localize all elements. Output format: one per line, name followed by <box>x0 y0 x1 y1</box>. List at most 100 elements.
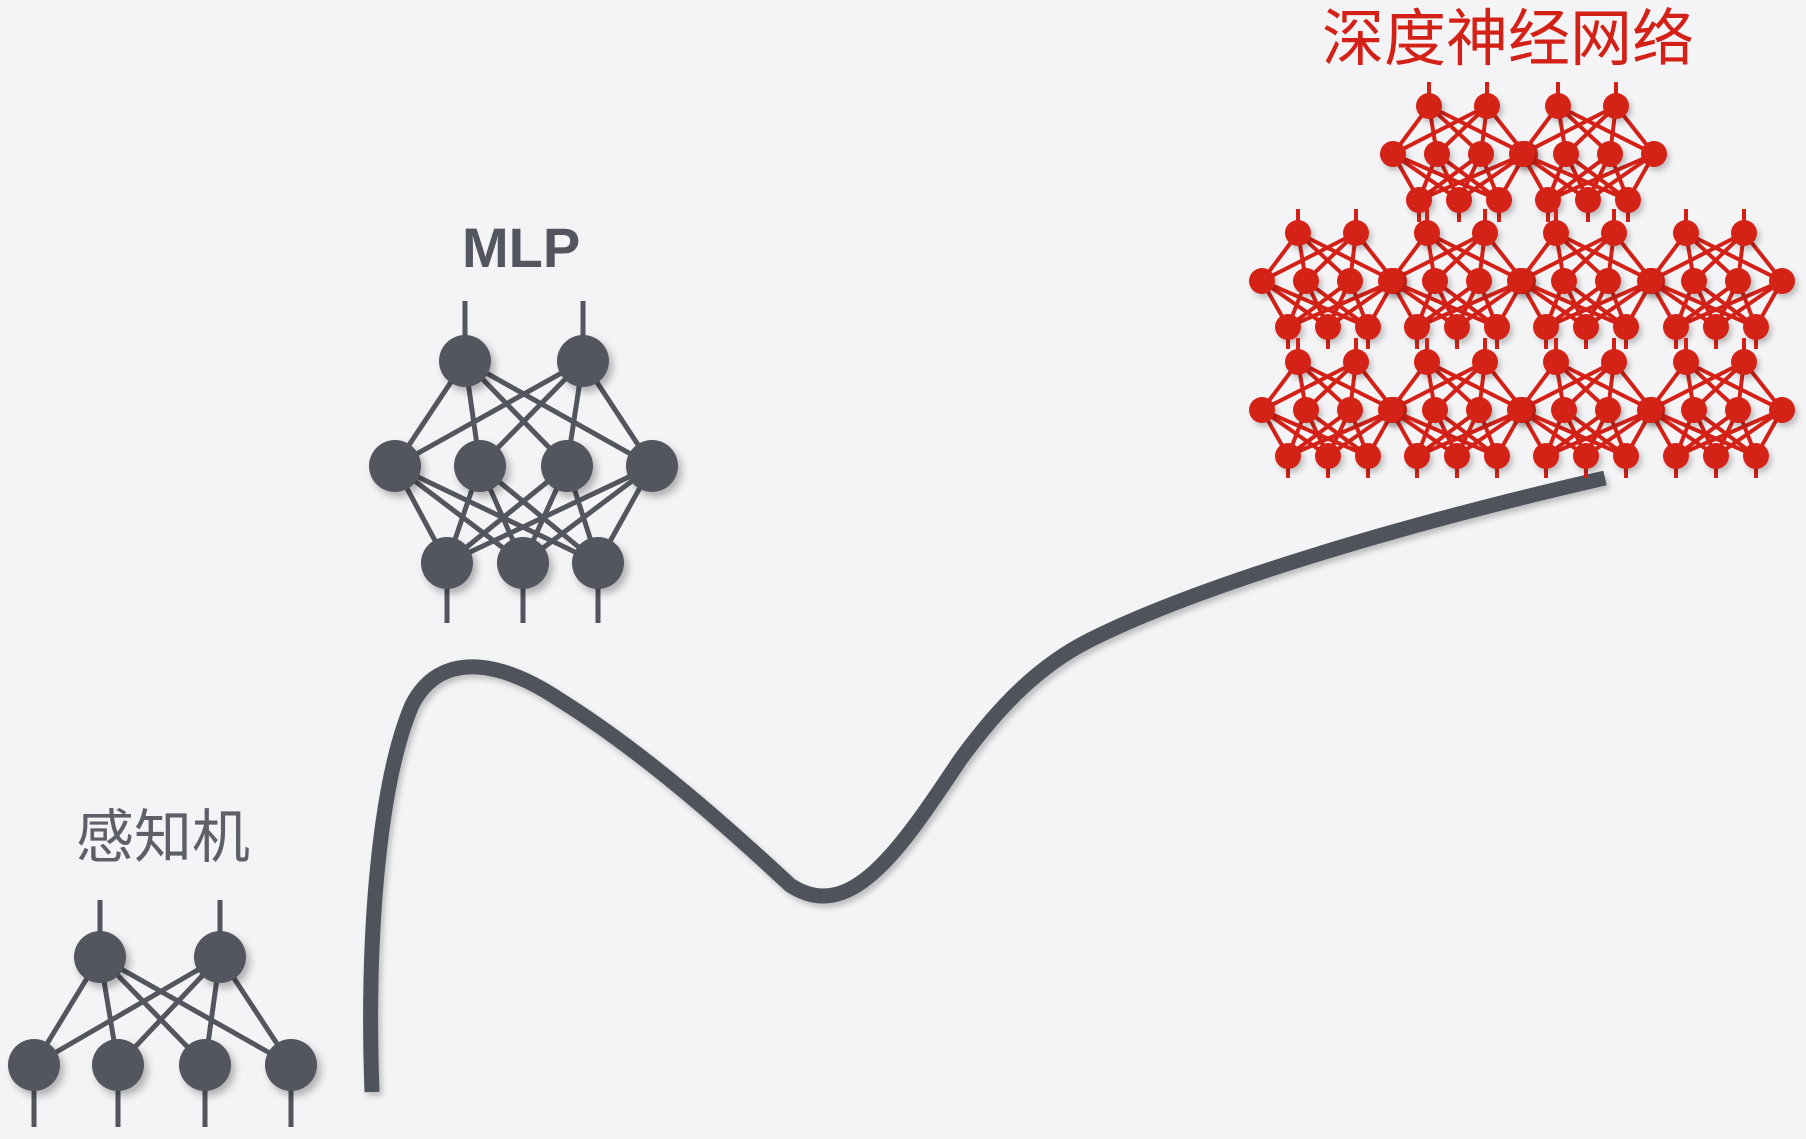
connection-line <box>1392 104 1488 156</box>
neuron-node <box>1249 268 1275 294</box>
connection-line <box>521 464 654 565</box>
connections <box>31 900 294 1127</box>
neuron-node <box>1486 187 1512 213</box>
deep-network-tile <box>1380 82 1538 222</box>
neuron-node <box>1416 93 1442 119</box>
connection-line <box>1545 279 1653 329</box>
neuron-node <box>1404 314 1430 340</box>
connection-line <box>1287 408 1395 458</box>
connection-line <box>1649 360 1745 412</box>
connection-line <box>1547 152 1655 202</box>
connection-line <box>1675 408 1783 458</box>
connection-line <box>445 463 654 566</box>
neuron-node <box>1575 187 1601 213</box>
perceptron-network <box>8 900 317 1127</box>
neuron-node <box>74 931 126 983</box>
neuron-node <box>1613 314 1639 340</box>
nodes <box>8 931 317 1091</box>
neuron-node <box>1472 349 1498 375</box>
neuron-node <box>1444 314 1470 340</box>
nodes <box>1249 220 1407 340</box>
neuron-node <box>1731 220 1757 246</box>
connection-line <box>393 463 600 566</box>
neuron-node <box>421 537 473 589</box>
neuron-node <box>1595 268 1621 294</box>
neuron-node <box>1573 443 1599 469</box>
connection-line <box>1714 279 1784 329</box>
neuron-node <box>1533 443 1559 469</box>
connection-line <box>1586 152 1656 202</box>
neuron-node <box>1601 349 1627 375</box>
connection-line <box>1428 104 1526 156</box>
neuron-node <box>557 335 609 387</box>
connection-line <box>1675 279 1783 329</box>
neuron-node <box>1703 314 1729 340</box>
deep-network-tile <box>1509 82 1667 222</box>
connection-line <box>1416 408 1524 458</box>
neuron-node <box>1545 93 1571 119</box>
connection-line <box>1297 231 1395 283</box>
neuron-node <box>1743 314 1769 340</box>
connection-line <box>1261 231 1357 283</box>
neuron-node <box>1466 268 1492 294</box>
neuron-node <box>1613 443 1639 469</box>
neuron-node <box>179 1039 231 1091</box>
neuron-node <box>1615 187 1641 213</box>
nodes <box>1509 93 1667 213</box>
neuron-node <box>1601 220 1627 246</box>
neuron-node <box>1378 397 1404 423</box>
neuron-node <box>1603 93 1629 119</box>
neuron-node <box>1422 268 1448 294</box>
neuron-node <box>1507 268 1533 294</box>
nodes <box>1637 349 1795 469</box>
neuron-node <box>1446 187 1472 213</box>
neuron-node <box>454 440 506 492</box>
neuron-node <box>1535 187 1561 213</box>
neuron-node <box>1663 314 1689 340</box>
connection-line <box>1557 104 1655 156</box>
neuron-node <box>439 335 491 387</box>
connection-line <box>1416 279 1524 329</box>
neuron-node <box>1474 93 1500 119</box>
neuron-node <box>1769 397 1795 423</box>
deep-network-tile <box>1637 209 1795 349</box>
neuron-node <box>1315 314 1341 340</box>
perceptron-label: 感知机 <box>76 803 251 871</box>
connection-line <box>1297 360 1395 412</box>
neuron-node <box>265 1039 317 1091</box>
deep-network-tile <box>1249 209 1407 349</box>
connection-line <box>1390 231 1486 283</box>
neuron-node <box>1725 268 1751 294</box>
neuron-node <box>1681 268 1707 294</box>
neuron-node <box>1573 314 1599 340</box>
neuron-node <box>1337 268 1363 294</box>
neuron-node <box>1703 443 1729 469</box>
neuron-node <box>1731 349 1757 375</box>
neuron-node <box>497 537 549 589</box>
neuron-node <box>626 440 678 492</box>
connection-line <box>1287 279 1395 329</box>
neuron-node <box>1249 397 1275 423</box>
neuron-node <box>1355 443 1381 469</box>
neuron-node <box>1343 349 1369 375</box>
connection-line <box>1426 360 1524 412</box>
neuron-node <box>1466 397 1492 423</box>
neuron-node <box>1468 141 1494 167</box>
neuron-node <box>1663 443 1689 469</box>
neuron-node <box>572 537 624 589</box>
connection-line <box>463 358 654 469</box>
neuron-node <box>1769 268 1795 294</box>
neuron-node <box>1285 349 1311 375</box>
neuron-node <box>1543 349 1569 375</box>
neuron-node <box>1293 268 1319 294</box>
nodes <box>1637 220 1795 340</box>
neuron-node <box>1424 141 1450 167</box>
neuron-node <box>1641 141 1667 167</box>
connection-line <box>1426 231 1524 283</box>
neuron-node <box>1507 397 1533 423</box>
connection-line <box>1418 152 1526 202</box>
neuron-node <box>1551 397 1577 423</box>
connection-line <box>1519 360 1615 412</box>
